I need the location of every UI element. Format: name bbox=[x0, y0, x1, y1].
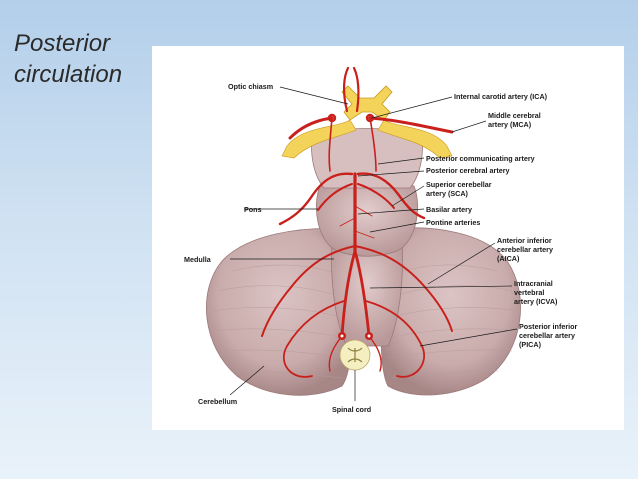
label-icva-line1: Intracranial bbox=[514, 279, 553, 288]
label-ica: Internal carotid artery (ICA) bbox=[454, 92, 548, 101]
brainstem-diagram: Optic chiasm Internal carotid artery (IC… bbox=[184, 66, 578, 414]
spinal-cord-section bbox=[339, 339, 371, 371]
label-sca-line1: Superior cerebellar bbox=[426, 180, 492, 189]
label-mca-line2: artery (MCA) bbox=[488, 120, 532, 129]
slide-title-line2: circulation bbox=[14, 61, 123, 88]
vertebral-cut-ends bbox=[338, 332, 373, 340]
optic-tract-left bbox=[281, 119, 357, 159]
pons bbox=[316, 179, 418, 257]
label-pons: Pons bbox=[244, 205, 262, 214]
label-medulla: Medulla bbox=[184, 255, 212, 264]
slide-title: Posterior circulation bbox=[14, 28, 154, 90]
label-icva-line3: artery (ICVA) bbox=[514, 297, 558, 306]
label-pica-line3: (PICA) bbox=[519, 340, 542, 349]
label-optic-chiasm: Optic chiasm bbox=[228, 82, 273, 91]
label-aica-line1: Anterior inferior bbox=[497, 236, 552, 245]
label-pontine: Pontine arteries bbox=[426, 218, 480, 227]
arteries bbox=[261, 66, 454, 378]
label-pca: Posterior cerebral artery bbox=[426, 166, 510, 175]
optic-tract-right bbox=[377, 119, 453, 159]
label-aica-line2: cerebellar artery bbox=[497, 245, 553, 254]
leader-lines bbox=[229, 86, 518, 401]
label-mca-line1: Middle cerebral bbox=[488, 111, 541, 120]
cerebellum-folia bbox=[211, 264, 519, 379]
label-pica-line1: Posterior inferior bbox=[519, 322, 578, 331]
label-pica-line2: cerebellar artery bbox=[519, 331, 575, 340]
slide-title-line1: Posterior bbox=[14, 30, 111, 57]
label-spinal-cord: Spinal cord bbox=[332, 405, 371, 414]
label-icva-line2: vertebral bbox=[514, 288, 544, 297]
label-basilar: Basilar artery bbox=[426, 205, 472, 214]
medulla bbox=[331, 240, 403, 347]
label-pcomm: Posterior communicating artery bbox=[426, 154, 535, 163]
label-aica-line3: (AICA) bbox=[497, 254, 520, 263]
label-sca-line2: artery (SCA) bbox=[426, 189, 469, 198]
labels: Optic chiasm Internal carotid artery (IC… bbox=[184, 82, 578, 414]
label-cerebellum: Cerebellum bbox=[198, 397, 237, 406]
anatomy-figure: Optic chiasm Internal carotid artery (IC… bbox=[152, 46, 624, 430]
